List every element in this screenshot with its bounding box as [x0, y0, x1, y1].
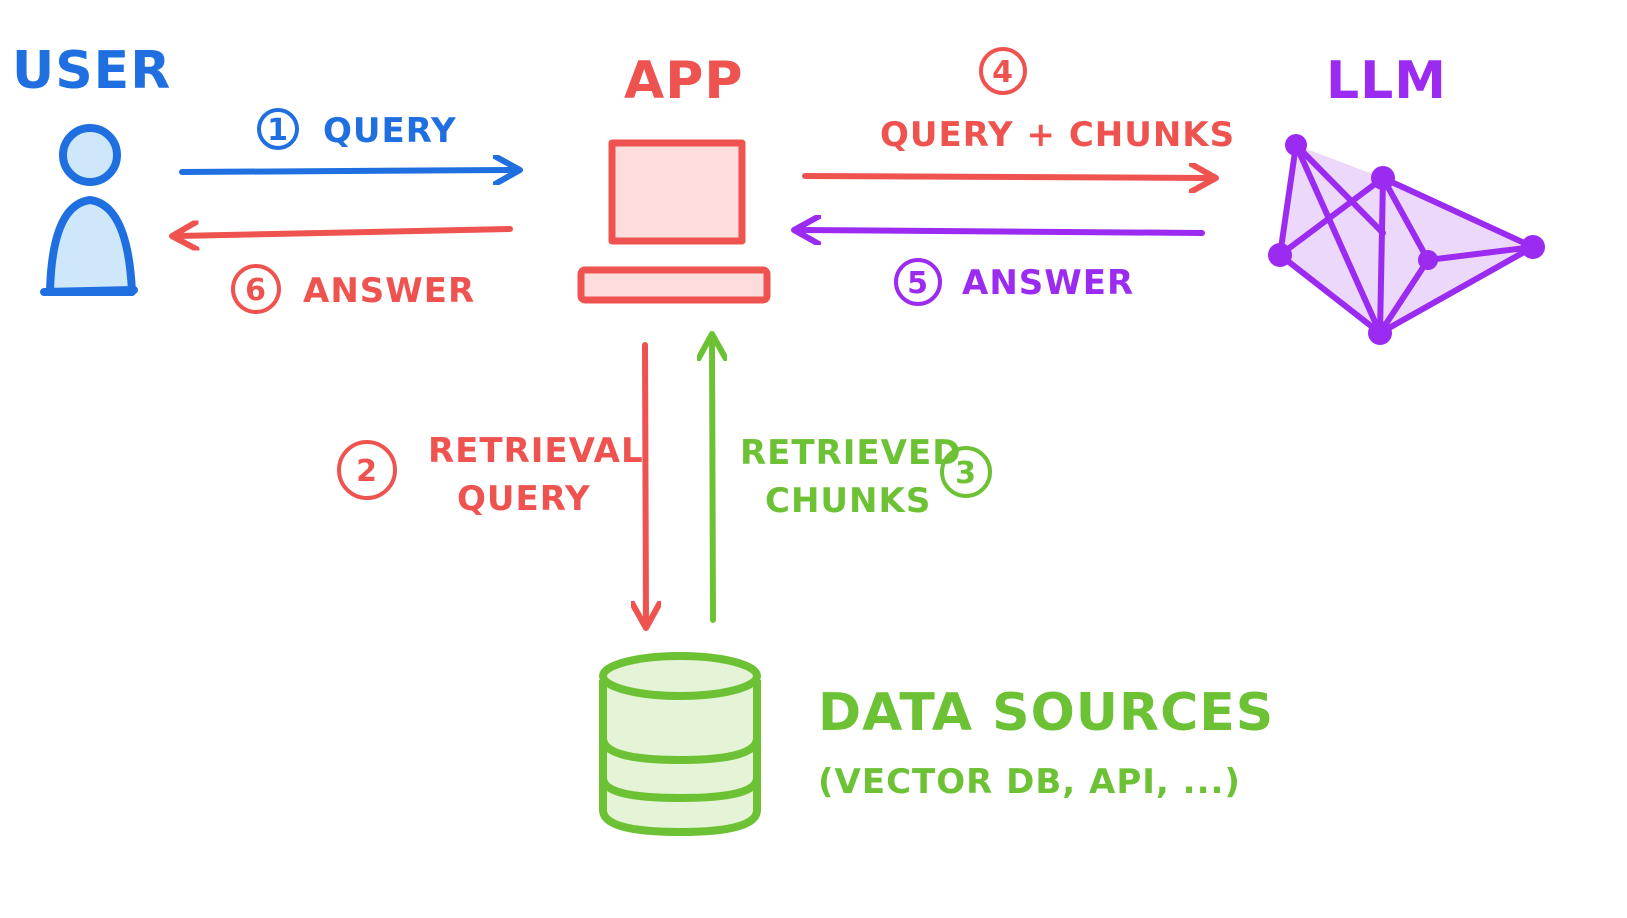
step-2-label-line2: QUERY: [457, 479, 591, 519]
step-5-number: 5: [907, 266, 929, 301]
network-icon: [1268, 134, 1545, 345]
step-4-label: QUERY + CHUNKS: [880, 115, 1235, 155]
step-1-badge: [257, 108, 299, 150]
flow-step-4: 4 QUERY + CHUNKS: [802, 47, 1235, 178]
laptop-icon: [577, 139, 771, 304]
step-3-number: 3: [955, 456, 977, 491]
flow-step-2: 2 RETRIEVAL QUERY: [337, 342, 646, 622]
llm-title: LLM: [1326, 51, 1447, 111]
flow-step-3: 3 RETRIEVED CHUNKS: [712, 340, 992, 623]
step-4-badge: [979, 47, 1027, 95]
step-2-number: 2: [356, 454, 378, 489]
step-3-label-line2: CHUNKS: [765, 481, 931, 521]
llm-node: LLM: [1268, 51, 1545, 345]
data-subtitle: (VECTOR DB, API, ...): [818, 762, 1241, 802]
step-3-label-line1: RETRIEVED: [740, 433, 961, 473]
flow-step-6: 6 ANSWER: [178, 229, 513, 314]
step-2-badge: [337, 440, 397, 500]
user-node: USER: [12, 41, 171, 296]
flow-step-1: 1 QUERY: [179, 108, 514, 172]
step-5-badge: [894, 258, 942, 306]
app-title: APP: [624, 51, 743, 111]
arrow-app-to-user: [178, 229, 513, 236]
arrow-llm-to-app: [800, 230, 1205, 233]
person-icon: [40, 124, 138, 296]
arrow-app-to-llm: [802, 176, 1210, 178]
step-6-label: ANSWER: [303, 271, 475, 311]
step-6-badge: [231, 264, 281, 314]
step-1-label: QUERY: [323, 111, 457, 151]
user-title: USER: [12, 41, 171, 101]
data-node: DATA SOURCES (VECTOR DB, API, ...): [599, 652, 1274, 836]
database-icon: [599, 652, 761, 836]
data-title: DATA SOURCES: [818, 683, 1274, 743]
arrow-data-to-app: [712, 340, 713, 623]
step-4-number: 4: [992, 55, 1014, 90]
arrow-user-to-app: [179, 170, 514, 172]
step-2-label-line1: RETRIEVAL: [428, 431, 644, 471]
arrow-app-to-data: [645, 342, 646, 622]
step-6-number: 6: [245, 273, 267, 308]
flow-step-5: 5 ANSWER: [800, 230, 1205, 306]
step-3-badge: [940, 446, 992, 498]
app-node: APP: [577, 51, 771, 304]
step-5-label: ANSWER: [962, 263, 1134, 303]
step-1-number: 1: [267, 113, 289, 148]
